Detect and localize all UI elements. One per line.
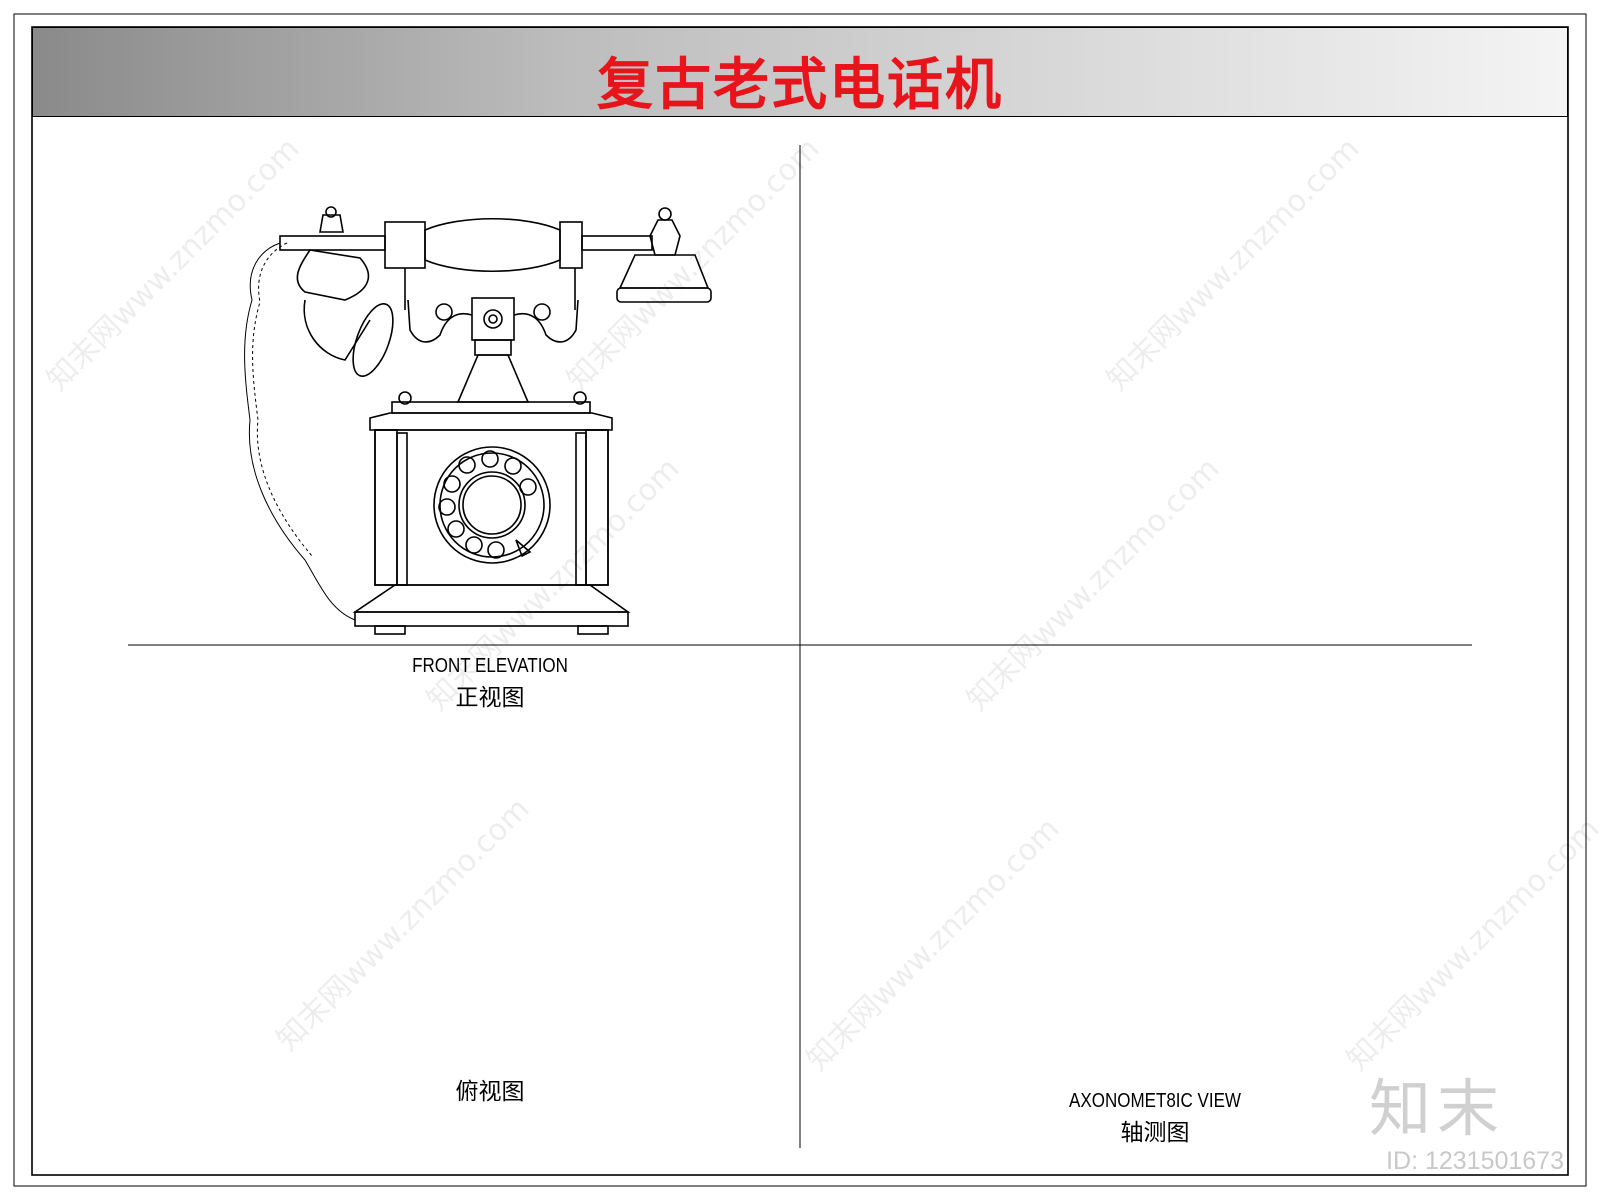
document-id: ID: 1231501673 (1386, 1147, 1564, 1175)
brand-logo: 知末 (1368, 1072, 1505, 1145)
top-view-label-cn: 俯视图 (455, 1079, 525, 1105)
drawing-title: 复古老式电话机 (597, 53, 1003, 118)
inner-border (31, 26, 1569, 1176)
front-elevation-label-cn: 正视图 (455, 685, 525, 711)
outer-border (13, 13, 1587, 1187)
axonometric-label-cn: 轴测图 (1120, 1120, 1190, 1146)
front-elevation-drawing (244, 206, 712, 635)
axonometric-label-en: AXONOMET8IC VIEW (1069, 1090, 1241, 1112)
front-elevation-label-en: FRONT ELEVATION (412, 655, 568, 677)
title-bar: 复古老式电话机 (32, 27, 1568, 118)
